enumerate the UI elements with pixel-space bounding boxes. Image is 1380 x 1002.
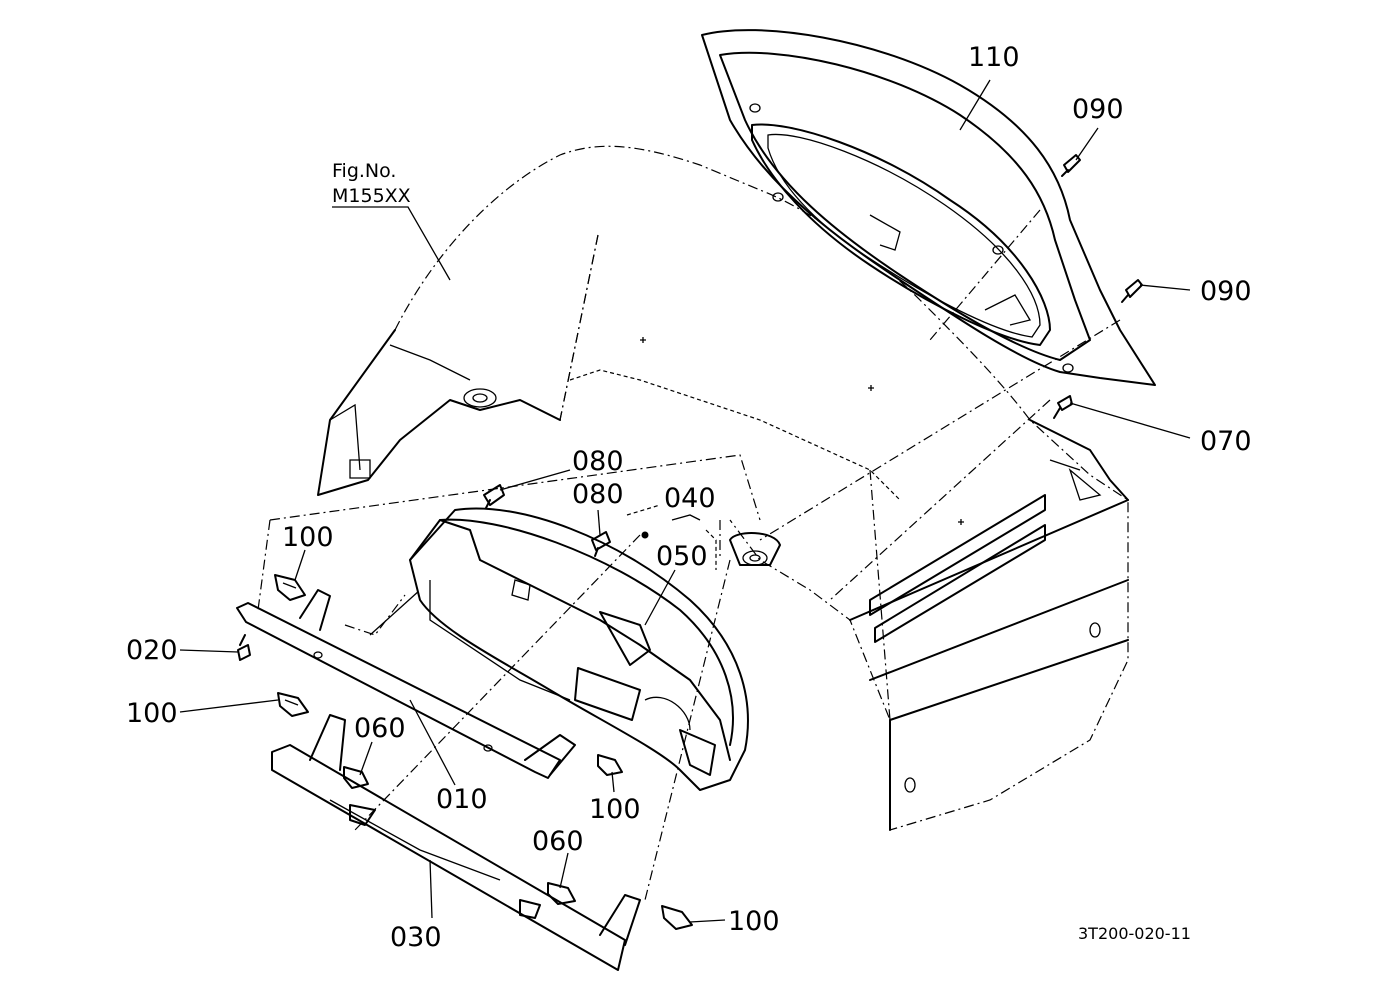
callout-040: 040 (664, 483, 716, 514)
callout-080-upper: 080 (572, 446, 624, 477)
callout-060-b: 060 (532, 826, 584, 857)
callout-100-a: 100 (282, 522, 334, 553)
callout-090-upper: 090 (1072, 94, 1124, 125)
screw-090-upper-icon (1061, 154, 1081, 177)
callout-050: 050 (656, 541, 708, 572)
lower-bracket-030 (271, 714, 641, 971)
meter-hood-110 (701, 29, 1156, 386)
clip-100-b-icon (277, 692, 309, 717)
dashboard-cover-housing (317, 145, 1129, 831)
figure-ref-line1: Fig.No. (332, 160, 396, 182)
callout-100-b: 100 (126, 698, 178, 729)
callout-060-a: 060 (354, 713, 406, 744)
callout-070: 070 (1200, 426, 1252, 457)
leader-lines (179, 79, 1191, 923)
screw-080-lower-icon (591, 531, 611, 557)
screw-090-lower-icon (1121, 279, 1143, 303)
assembly-lines (257, 234, 1121, 901)
screw-020-icon (237, 634, 251, 661)
figure-ref-line2: M155XX (332, 185, 411, 207)
mounting-bracket-010 (236, 589, 576, 779)
callout-100-d: 100 (728, 906, 780, 937)
callout-110: 110 (968, 42, 1020, 73)
callout-090-lower: 090 (1200, 276, 1252, 307)
clip-100-a-icon (274, 574, 306, 601)
clip-100-c-icon (597, 754, 623, 776)
callout-010: 010 (436, 784, 488, 815)
reference-dot (641, 531, 649, 539)
callout-030: 030 (390, 922, 442, 953)
clip-060-a-icon (343, 766, 369, 789)
instrument-cluster-050 (409, 507, 749, 791)
callout-100-c: 100 (589, 794, 641, 825)
clip-100-d-icon (661, 905, 693, 930)
callout-080-lower: 080 (572, 479, 624, 510)
screw-070-icon (1053, 395, 1073, 419)
drawing-code: 3T200-020-11 (1078, 924, 1191, 943)
callout-020: 020 (126, 635, 178, 666)
clip-060-b-icon (547, 882, 576, 905)
